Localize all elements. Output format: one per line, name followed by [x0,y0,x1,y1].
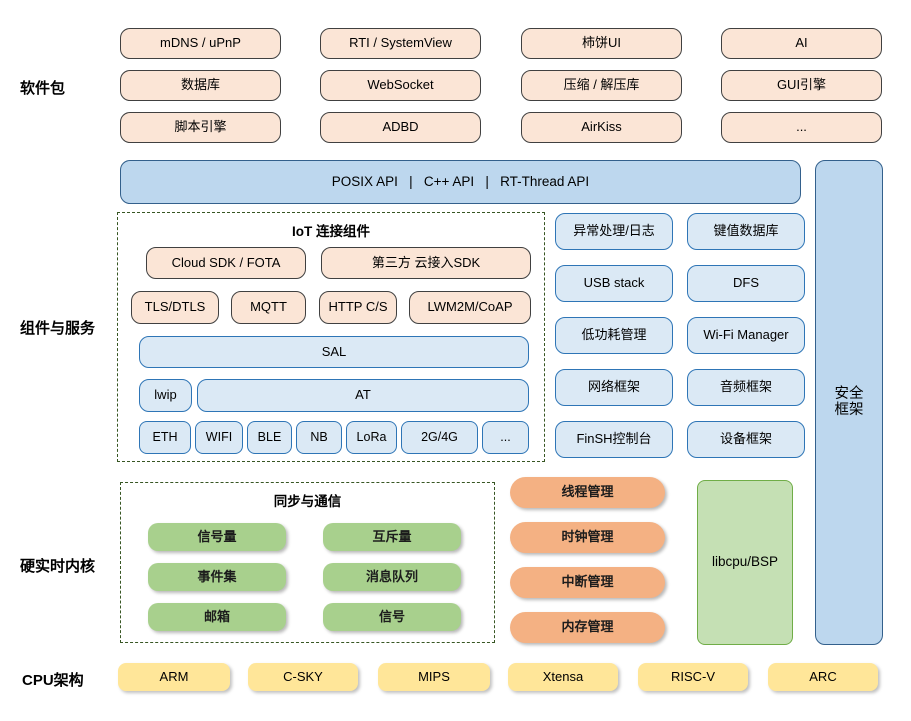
sync-communication-group: 同步与通信 信号量 事件集 邮箱 互斥量 消息队列 信号 [120,482,495,643]
package-box: 柿饼UI [521,28,682,59]
link-layer-box: NB [296,421,342,454]
package-box: ... [721,112,882,143]
kernel-object-box: 信号 [323,603,461,631]
package-box: RTI / SystemView [320,28,481,59]
iot-components-group: IoT 连接组件 Cloud SDK / FOTA 第三方 云接入SDK TLS… [117,212,545,462]
service-box: 设备框架 [687,421,805,458]
service-box: 低功耗管理 [555,317,673,354]
package-box: 数据库 [120,70,281,101]
kernel-manager-box: 时钟管理 [510,522,665,553]
section-label-kernel: 硬实时内核 [20,558,96,575]
service-box: Wi-Fi Manager [687,317,805,354]
cpu-arch-box: ARC [768,663,878,691]
kernel-object-box: 信号量 [148,523,286,551]
sync-group-title: 同步与通信 [273,494,342,509]
iot-protocol-box: HTTP C/S [319,291,397,324]
at-layer-box: AT [197,379,529,412]
cpu-arch-box: ARM [118,663,230,691]
kernel-manager-box: 中断管理 [510,567,665,598]
package-box: WebSocket [320,70,481,101]
section-label-software-packages: 软件包 [20,80,66,97]
package-box: 压缩 / 解压库 [521,70,682,101]
cpu-arch-box: C-SKY [248,663,358,691]
kernel-object-box: 消息队列 [323,563,461,591]
kernel-object-box: 事件集 [148,563,286,591]
security-framework-bar: 安全 框架 [815,160,883,645]
service-box: 异常处理/日志 [555,213,673,250]
service-box: 音频框架 [687,369,805,406]
package-box: AirKiss [521,112,682,143]
link-layer-box: BLE [247,421,292,454]
package-box: mDNS / uPnP [120,28,281,59]
link-layer-box: 2G/4G [401,421,478,454]
cpu-arch-box: Xtensa [508,663,618,691]
service-box: 键值数据库 [687,213,805,250]
link-layer-box: WIFI [195,421,243,454]
cpu-arch-box: RISC-V [638,663,748,691]
cpu-arch-box: MIPS [378,663,490,691]
package-box: GUI引擎 [721,70,882,101]
service-box: DFS [687,265,805,302]
lwip-box: lwip [139,379,192,412]
package-box: 脚本引擎 [120,112,281,143]
kernel-object-box: 邮箱 [148,603,286,631]
iot-sdk-box: 第三方 云接入SDK [321,247,531,279]
service-box: 网络框架 [555,369,673,406]
sal-layer-box: SAL [139,336,529,368]
iot-sdk-box: Cloud SDK / FOTA [146,247,306,279]
service-box: USB stack [555,265,673,302]
iot-protocol-box: TLS/DTLS [131,291,219,324]
service-box: FinSH控制台 [555,421,673,458]
iot-group-title: IoT 连接组件 [292,224,370,239]
api-bar: POSIX API | C++ API | RT-Thread API [120,160,801,204]
section-label-components-services: 组件与服务 [20,320,96,337]
kernel-object-box: 互斥量 [323,523,461,551]
link-layer-box: ... [482,421,529,454]
iot-protocol-box: LWM2M/CoAP [409,291,531,324]
kernel-manager-box: 线程管理 [510,477,665,508]
package-box: ADBD [320,112,481,143]
kernel-manager-box: 内存管理 [510,612,665,643]
link-layer-box: LoRa [346,421,397,454]
section-label-cpu-arch: CPU架构 [22,672,84,689]
libcpu-bsp-box: libcpu/BSP [697,480,793,645]
package-box: AI [721,28,882,59]
iot-protocol-box: MQTT [231,291,306,324]
link-layer-box: ETH [139,421,191,454]
